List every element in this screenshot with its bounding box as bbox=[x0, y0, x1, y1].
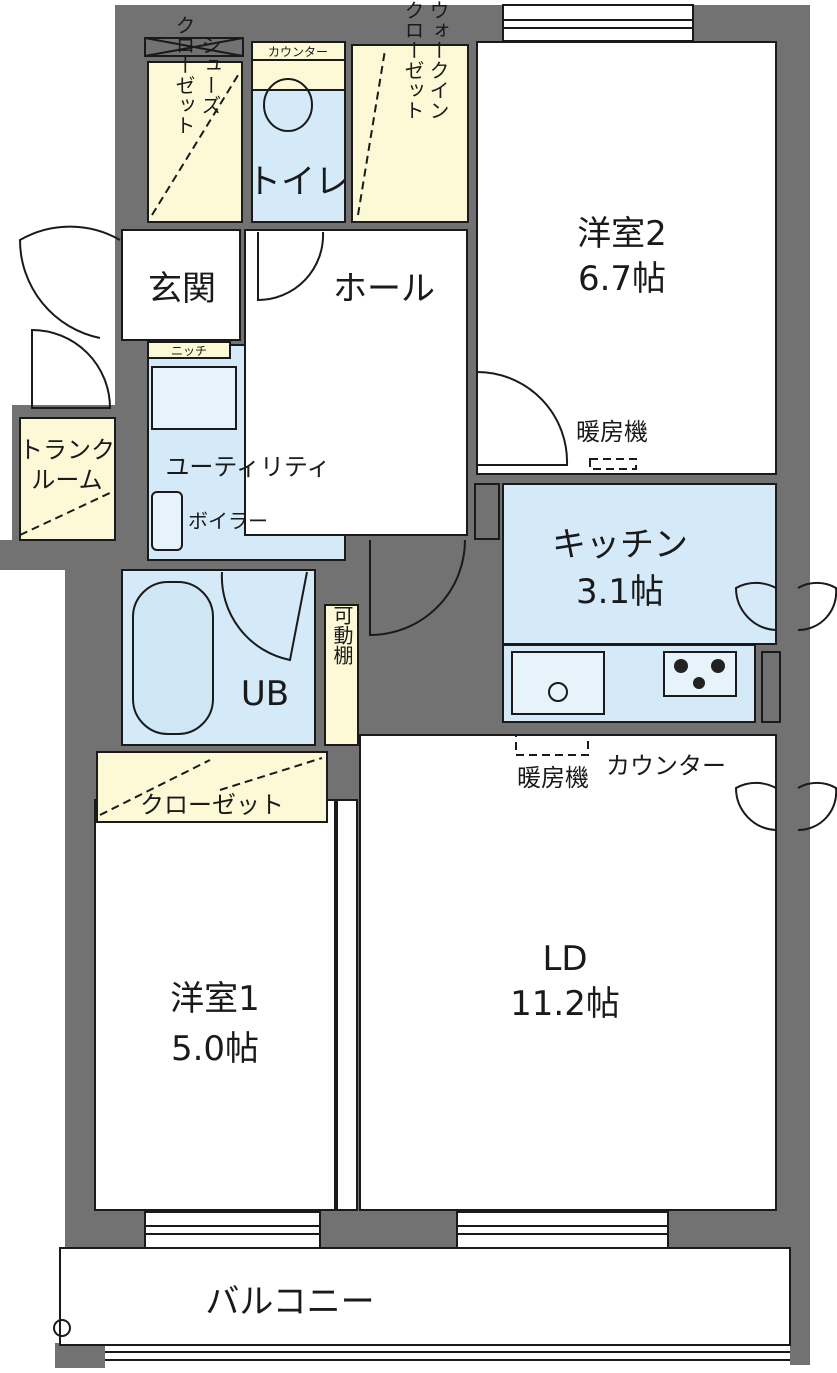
duct bbox=[761, 651, 781, 723]
walk-in-closet-label-1: ウォークイン bbox=[426, 0, 450, 120]
pipe-space bbox=[474, 483, 500, 540]
trunk-room[interactable] bbox=[19, 417, 116, 541]
windows bbox=[144, 4, 694, 1249]
toilet-bowl-icon bbox=[263, 78, 313, 132]
shoe-closet-label-1: シューズ bbox=[198, 35, 222, 115]
heater-room2 bbox=[589, 458, 637, 470]
niche-label: ニッチ bbox=[171, 344, 207, 358]
toilet-counter-label: カウンター bbox=[268, 45, 328, 59]
boiler bbox=[151, 491, 183, 551]
room-western-2-name: 洋室2 bbox=[577, 214, 667, 254]
room-ld bbox=[359, 734, 777, 1211]
niche bbox=[147, 341, 231, 359]
room-entrance bbox=[121, 229, 241, 341]
trunk-room-name-1: トランク bbox=[19, 436, 115, 464]
sliding-door bbox=[336, 799, 358, 1211]
heater-label-room2: 暖房機 bbox=[576, 418, 648, 446]
room-toilet-name: トイレ bbox=[247, 162, 349, 202]
heater-label-ld: 暖房機 bbox=[517, 764, 589, 792]
room-ld-name: LD bbox=[542, 939, 587, 979]
movable-shelf-label: 可動棚 bbox=[330, 605, 354, 665]
room-western-1-name: 洋室1 bbox=[170, 979, 260, 1019]
washbasin bbox=[151, 366, 237, 430]
room-hall-name: ホール bbox=[333, 269, 435, 309]
room-western-2 bbox=[476, 41, 777, 475]
room-ld-size: 11.2帖 bbox=[510, 984, 620, 1024]
room-western-1 bbox=[94, 799, 336, 1211]
walk-in-closet-label-2: クローゼット bbox=[401, 0, 425, 120]
kitchen-counter-label: カウンター bbox=[606, 752, 726, 780]
burner-icons bbox=[674, 659, 725, 689]
shoe-closet[interactable] bbox=[147, 61, 243, 223]
room-utility-name: ユーティリティ bbox=[165, 453, 330, 481]
balcony bbox=[59, 1247, 791, 1346]
heater-ld bbox=[515, 734, 589, 756]
stove bbox=[663, 651, 737, 697]
movable-shelf bbox=[324, 604, 359, 746]
room-western-2-size: 6.7帖 bbox=[578, 259, 666, 299]
bathtub bbox=[132, 581, 214, 735]
room-kitchen-size: 3.1帖 bbox=[576, 572, 664, 612]
shoe-closet-label-2: クローゼット bbox=[172, 15, 196, 135]
doors[interactable] bbox=[18, 225, 837, 832]
closet[interactable] bbox=[96, 751, 328, 823]
toilet-tank-area bbox=[251, 59, 346, 91]
room-kitchen-name: キッチン bbox=[552, 525, 688, 565]
trunk-room-name-2: ルーム bbox=[31, 466, 102, 494]
room-western-1-size: 5.0帖 bbox=[171, 1029, 259, 1069]
drain-icon bbox=[53, 1319, 71, 1337]
room-unit-bath-name: UB bbox=[241, 674, 289, 714]
room-entrance-name: 玄関 bbox=[148, 269, 216, 309]
balcony-name: バルコニー bbox=[205, 1282, 374, 1322]
room-hall bbox=[244, 229, 468, 536]
sink-drain-icon bbox=[548, 682, 568, 702]
closet-label: クローゼット bbox=[140, 791, 284, 819]
boiler-label: ボイラー bbox=[188, 509, 268, 533]
